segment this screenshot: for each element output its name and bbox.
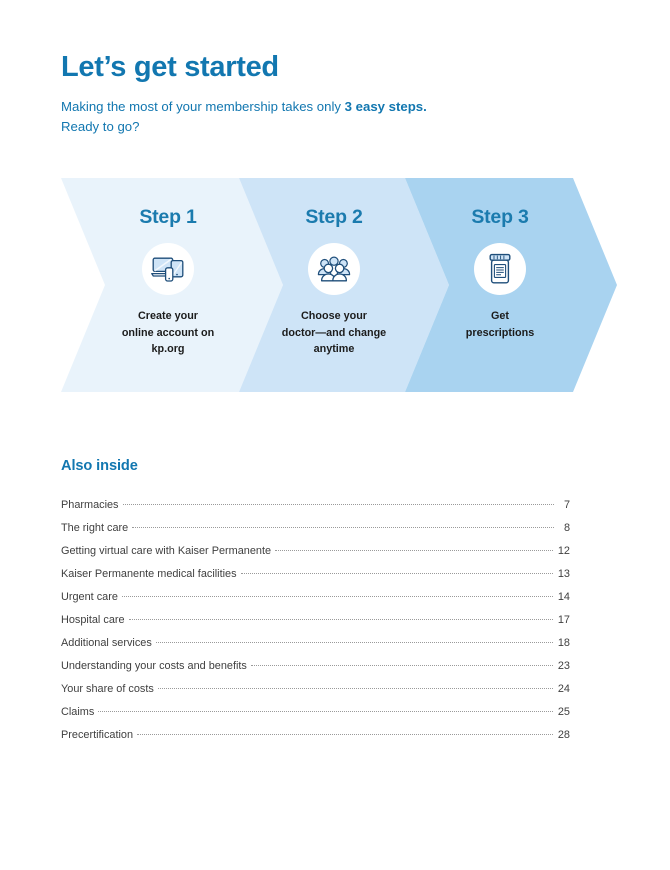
step-3-label: Step 3 xyxy=(471,206,529,228)
steps-banner: Step 1 Create your onlin xyxy=(61,178,617,392)
step-2-caption: Choose your doctor—and change anytime xyxy=(251,308,417,358)
toc-leader-dots xyxy=(132,527,554,528)
toc-entry[interactable]: Precertification 28 xyxy=(61,724,570,747)
page-header: Let’s get started Making the most of you… xyxy=(61,51,621,137)
toc-entry-label: Additional services xyxy=(61,637,152,649)
toc-leader-dots xyxy=(250,665,553,666)
step-3-caption-line1: Get xyxy=(491,310,509,322)
step-1-label: Step 1 xyxy=(139,206,197,228)
toc-entry-label: Urgent care xyxy=(61,591,118,603)
toc-leader-dots xyxy=(157,688,553,689)
toc-leader-dots xyxy=(121,596,553,597)
toc-leader-dots xyxy=(240,573,553,574)
toc-entry-label: The right care xyxy=(61,522,129,534)
toc-entry-page-number: 18 xyxy=(557,637,570,649)
step-3-caption-line2: prescriptions xyxy=(465,326,535,339)
toc-entry-page-number: 13 xyxy=(557,568,570,580)
toc-entry-page-number: 12 xyxy=(557,545,570,557)
step-2-caption-line1: Choose your xyxy=(301,310,367,322)
toc-entry[interactable]: Your share of costs 24 xyxy=(61,678,570,701)
page-title: Let’s get started xyxy=(61,51,279,83)
toc-entry[interactable]: Understanding your costs and benefits 23 xyxy=(61,655,570,678)
toc-entry-page-number: 24 xyxy=(557,683,570,695)
also-inside-title: Also inside xyxy=(61,458,138,474)
step-3: Step 3 Get prescriptions xyxy=(417,178,583,392)
toc-entry[interactable]: Hospital care 17 xyxy=(61,609,570,632)
toc-entry-page-number: 28 xyxy=(557,729,570,741)
subtitle-text-pre: Making the most of your membership takes… xyxy=(61,98,345,114)
subtitle-text-line2: Ready to go? xyxy=(61,118,140,134)
devices-icon xyxy=(142,243,194,295)
toc-entry-label: Pharmacies xyxy=(61,499,119,511)
step-2: Step 2 Choose your xyxy=(251,178,417,392)
toc-entry[interactable]: Claims 25 xyxy=(61,701,570,724)
care-team-people-icon xyxy=(308,243,360,295)
step-2-label: Step 2 xyxy=(305,206,363,228)
toc-leader-dots xyxy=(128,619,553,620)
toc-entry-label: Your share of costs xyxy=(61,683,154,695)
step-1-caption-line2: online account on xyxy=(121,326,215,339)
toc-entry-page-number: 17 xyxy=(557,614,570,626)
toc-leader-dots xyxy=(122,504,554,505)
toc-entry[interactable]: Kaiser Permanente medical facilities 13 xyxy=(61,563,570,586)
toc-entry[interactable]: The right care 8 xyxy=(61,517,570,540)
toc-entry-label: Precertification xyxy=(61,729,134,741)
toc-leader-dots xyxy=(275,550,553,551)
toc-entry-page-number: 25 xyxy=(557,706,570,718)
toc-entry[interactable]: Getting virtual care with Kaiser Permane… xyxy=(61,540,570,563)
prescription-bottle-icon xyxy=(474,243,526,295)
toc-entry-label: Understanding your costs and benefits xyxy=(61,660,247,672)
step-2-caption-line2: doctor—and change xyxy=(281,326,387,339)
toc-entry-page-number: 23 xyxy=(557,660,570,672)
toc-entry-page-number: 14 xyxy=(557,591,570,603)
step-1-caption-line1: Create your xyxy=(137,310,198,322)
toc-entry-label: Kaiser Permanente medical facilities xyxy=(61,568,237,580)
toc-entry[interactable]: Additional services 18 xyxy=(61,632,570,655)
subtitle-emphasis: 3 easy steps. xyxy=(344,98,427,114)
toc-entry-page-number: 7 xyxy=(563,499,570,511)
toc-entry-label: Claims xyxy=(61,706,95,718)
toc-leader-dots xyxy=(98,711,553,712)
page-subtitle: Making the most of your membership takes… xyxy=(61,97,621,137)
step-1-caption-line3: kp.org xyxy=(151,343,185,356)
toc-entry[interactable]: Pharmacies 7 xyxy=(61,494,570,517)
step-1-caption: Create your online account on kp.org xyxy=(85,308,251,358)
toc-entry[interactable]: Urgent care 14 xyxy=(61,586,570,609)
toc-entry-label: Getting virtual care with Kaiser Permane… xyxy=(61,545,272,557)
toc-leader-dots xyxy=(137,734,553,735)
toc-entry-page-number: 8 xyxy=(563,522,570,534)
step-2-caption-line3: anytime xyxy=(313,343,355,356)
toc-leader-dots xyxy=(155,642,553,643)
toc-entry-label: Hospital care xyxy=(61,614,125,626)
step-1: Step 1 Create your onlin xyxy=(85,178,251,392)
step-3-caption: Get prescriptions xyxy=(417,308,583,341)
